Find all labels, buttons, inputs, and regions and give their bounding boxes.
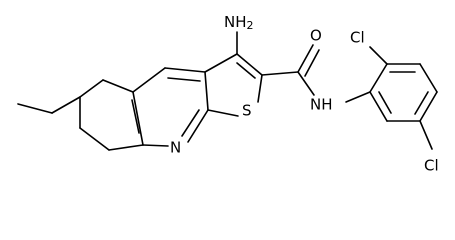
bond (142, 144, 169, 147)
bond (419, 120, 433, 150)
chloro-bottom-label: Cl (424, 157, 439, 175)
bond (131, 99, 140, 134)
bond (51, 96, 81, 114)
bond (297, 44, 314, 73)
bond (236, 53, 263, 76)
bond (419, 91, 438, 122)
bond (187, 109, 209, 143)
bond (345, 91, 371, 103)
structure-canvas: NH2 O NH N S Cl Cl (17, 12, 439, 175)
bond (204, 71, 209, 111)
bond (108, 144, 144, 151)
bond (17, 103, 53, 114)
bond (167, 77, 201, 82)
amino-label: NH2 (224, 13, 254, 33)
bond (414, 91, 429, 115)
bond (257, 74, 263, 103)
bond (369, 63, 388, 93)
chloro-top-label: Cl (350, 29, 365, 47)
carbonyl-oxygen-label: O (310, 27, 322, 45)
bond (132, 67, 166, 93)
bond (419, 63, 438, 93)
amide-nh-label: NH (310, 96, 333, 114)
ring-sulfur-label: S (242, 102, 252, 120)
bond (369, 91, 388, 122)
bonds (17, 31, 438, 151)
bond (369, 46, 388, 65)
bond (297, 71, 315, 96)
bond (378, 91, 392, 114)
bond (132, 91, 144, 146)
bond (79, 127, 110, 151)
bond (79, 79, 104, 98)
ring-nitrogen-label: N (170, 139, 181, 157)
bond (164, 67, 206, 73)
bond (102, 79, 134, 93)
bond (207, 109, 239, 117)
atom-labels: NH2 O NH N S Cl Cl (170, 13, 439, 175)
bond (204, 53, 238, 73)
molecule-diagram: NH2 O NH N S Cl Cl (17, 13, 439, 175)
bond (181, 109, 200, 137)
bond (304, 49, 320, 77)
bond (261, 71, 299, 76)
bond (236, 62, 256, 79)
